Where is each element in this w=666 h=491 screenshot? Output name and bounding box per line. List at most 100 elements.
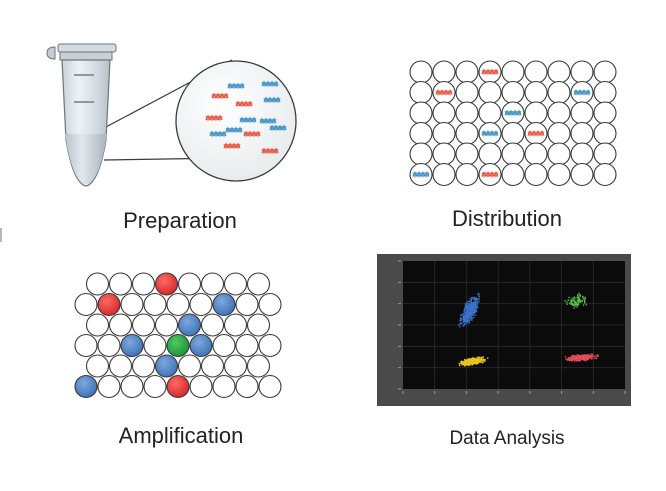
empty-droplet	[120, 374, 144, 399]
empty-droplet	[409, 142, 433, 166]
empty-droplet	[570, 162, 594, 187]
empty-droplet	[547, 162, 571, 187]
empty-droplet	[85, 313, 110, 337]
empty-droplet	[570, 121, 594, 146]
dna-red-fragment	[481, 68, 499, 76]
dna-red-fragment	[261, 147, 279, 155]
empty-droplet	[200, 354, 225, 378]
dna-red-fragment	[235, 100, 253, 108]
empty-droplet	[200, 313, 225, 337]
empty-droplet	[455, 121, 479, 146]
empty-droplet	[524, 121, 548, 146]
empty-droplet	[85, 272, 110, 296]
distribution-droplet-grid	[409, 60, 617, 187]
empty-droplet	[432, 60, 456, 84]
empty-droplet	[501, 60, 525, 84]
amplification-droplet-grid	[74, 272, 282, 399]
empty-droplet	[212, 333, 236, 358]
empty-droplet	[593, 142, 617, 166]
empty-droplet	[108, 313, 133, 337]
empty-droplet	[74, 292, 98, 317]
dna-blue-fragment	[259, 117, 277, 125]
empty-droplet	[154, 313, 179, 337]
dna-red-fragment	[205, 114, 223, 122]
empty-droplet	[143, 292, 167, 317]
empty-droplet	[432, 162, 456, 187]
empty-droplet	[455, 162, 479, 187]
empty-droplet	[455, 80, 479, 105]
empty-droplet	[570, 80, 594, 105]
green-droplet	[166, 333, 190, 358]
empty-droplet	[478, 121, 502, 146]
dna-blue-fragment	[209, 130, 227, 138]
empty-droplet	[593, 60, 617, 84]
dna-red-fragment	[223, 142, 241, 150]
empty-droplet	[455, 60, 479, 84]
empty-droplet	[547, 101, 571, 125]
dna-blue-fragment	[269, 124, 287, 132]
dna-blue-fragment	[412, 171, 430, 178]
empty-droplet	[432, 121, 456, 146]
empty-droplet	[570, 142, 594, 166]
sample-tube	[46, 43, 117, 187]
empty-droplet	[246, 272, 271, 296]
edge-marker	[0, 228, 2, 242]
empty-droplet	[501, 80, 525, 105]
empty-droplet	[524, 101, 548, 125]
empty-droplet	[478, 101, 502, 125]
empty-droplet	[547, 60, 571, 84]
empty-droplet	[212, 374, 236, 399]
empty-droplet	[235, 374, 259, 399]
dna-blue-fragment	[227, 82, 245, 90]
distribution-caption: Distribution	[452, 206, 562, 231]
empty-droplet	[131, 354, 156, 378]
dna-blue-fragment	[239, 116, 257, 124]
empty-droplet	[501, 162, 525, 187]
empty-droplet	[593, 121, 617, 146]
empty-droplet	[189, 292, 213, 317]
dna-red-fragment	[211, 92, 229, 100]
dna-blue-fragment	[225, 126, 243, 134]
empty-droplet	[246, 354, 271, 378]
empty-droplet	[501, 121, 525, 146]
dna-fragments	[205, 80, 287, 155]
empty-droplet	[235, 333, 259, 358]
empty-droplet	[223, 354, 248, 378]
preparation-panel: Preparation	[46, 43, 297, 233]
blue-cluster	[458, 292, 481, 328]
empty-droplet	[246, 313, 271, 337]
dna-blue-fragment	[481, 130, 499, 137]
analysis-panel: Data Analysis	[377, 254, 631, 449]
empty-droplet	[258, 374, 282, 399]
empty-droplet	[108, 354, 133, 378]
red-droplet	[97, 292, 121, 317]
empty-droplet	[97, 374, 121, 399]
empty-droplet	[131, 272, 156, 296]
amplification-caption: Amplification	[119, 423, 244, 448]
empty-droplet	[478, 162, 502, 187]
green-cluster	[564, 292, 588, 309]
empty-droplet	[189, 374, 213, 399]
red-droplet	[154, 272, 179, 296]
empty-droplet	[524, 60, 548, 84]
empty-droplet	[409, 162, 433, 187]
empty-droplet	[524, 142, 548, 166]
empty-droplet	[409, 80, 433, 105]
dna-blue-fragment	[573, 89, 591, 96]
empty-droplet	[177, 272, 202, 296]
empty-droplet	[223, 272, 248, 296]
empty-droplet	[85, 354, 110, 378]
empty-droplet	[143, 333, 167, 358]
yellow-cluster	[458, 356, 489, 367]
dna-red-fragment	[435, 89, 453, 96]
blue-droplet	[120, 333, 144, 358]
red-cluster	[564, 353, 599, 362]
red-droplet	[166, 374, 190, 399]
dna-blue-fragment	[263, 96, 281, 104]
empty-droplet	[258, 333, 282, 358]
empty-droplet	[432, 101, 456, 125]
empty-droplet	[570, 101, 594, 125]
amplification-panel: Amplification	[74, 272, 282, 448]
empty-droplet	[432, 80, 456, 105]
